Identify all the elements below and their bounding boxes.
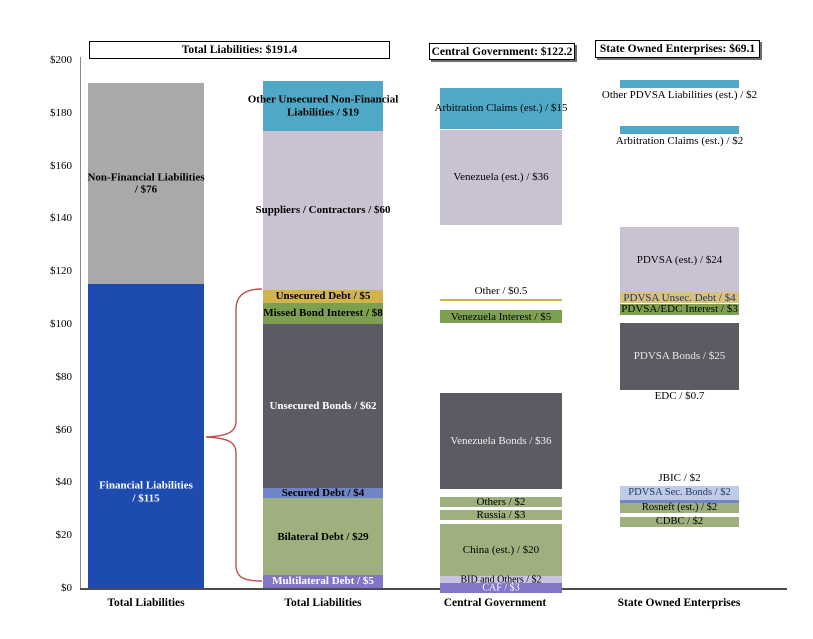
segment-label-rosneft-est-2: Rosneft (est.) / $2 [641, 502, 718, 514]
segment-russia-3: Russia / $3 [440, 509, 562, 521]
segment-pdvsa-sec-bonds-2: PDVSA Sec. Bonds / $2 [620, 486, 739, 504]
segment-label-other-unsecured-non-financial-liabilities-19: Other Unsecured Non-Financial Liabilitie… [247, 93, 399, 119]
y-tick-180: $180 [50, 106, 72, 119]
segment-label-pdvsa-bonds-25: PDVSA Bonds / $25 [633, 350, 726, 363]
segment-label-edc-0-7: EDC / $0.7 [654, 389, 705, 402]
segment-label-venezuela-interest-5: Venezuela Interest / $5 [450, 310, 552, 323]
segment-unsecured-debt-5: Unsecured Debt / $5 [263, 289, 383, 303]
segment-label-cdbc-2: CDBC / $2 [655, 516, 704, 528]
segment-label-other-0-5: Other / $0.5 [474, 285, 528, 298]
segment-venezuela-est-36: Venezuela (est.) / $36 [440, 129, 562, 225]
y-tick-60: $60 [55, 423, 73, 436]
x-axis-line [80, 588, 787, 590]
segment-label-bilateral-debt-29: Bilateral Debt / $29 [277, 530, 369, 543]
segment-label-others-2: Others / $2 [476, 495, 526, 508]
y-tick-100: $100 [50, 318, 72, 330]
x-label-total-liabilities-2: Total Liabilities [284, 597, 362, 609]
y-tick-20: $20 [55, 529, 73, 542]
segment-secured-debt-4: Secured Debt / $4 [263, 487, 383, 499]
header-central-government-label: Central Government: $122.2 [431, 45, 573, 58]
segment-arbitration-claims-est-2: Arbitration Claims (est.) / $2 [616, 126, 743, 147]
segment-others-2: Others / $2 [440, 496, 562, 508]
column-1-total-liabilities: Financial Liabilities / $115 Non-Financia… [87, 0, 205, 639]
header-state-owned-enterprises: State Owned Enterprises: $69.1 [595, 40, 760, 58]
segment-arbitration-claims-est-15: Arbitration Claims (est.) / $15 [435, 87, 567, 129]
segment-label-non-financial-liabilities-76: Non-Financial Liabilities / $76 [87, 171, 205, 196]
y-axis-line [80, 57, 81, 588]
segment-cdbc-2: CDBC / $2 [620, 516, 739, 527]
y-tick-80: $80 [55, 370, 73, 383]
segment-label-secured-debt-4: Secured Debt / $4 [281, 486, 365, 499]
segment-venezuela-interest-5: Venezuela Interest / $5 [440, 310, 562, 324]
segment-pdvsa-edc-interest-3: PDVSA/EDC Interest / $3 [620, 303, 739, 315]
x-label-total-liabilities-1: Total Liabilities [107, 597, 185, 609]
segment-label-arbitration-claims-est-15: Arbitration Claims (est.) / $15 [434, 102, 568, 115]
segment-label-china-est-20: China (est.) / $20 [462, 543, 540, 556]
header-total-liabilities-label: Total Liabilities: $191.4 [181, 44, 298, 56]
segment-label-pdvsa-est-24: PDVSA (est.) / $24 [636, 253, 723, 266]
y-tick-0: $0 [61, 582, 72, 594]
x-label-state-owned-enterprises: State Owned Enterprises [617, 597, 741, 609]
segment-multilateral-debt-5: Multilateral Debt / $5 [263, 574, 383, 588]
column-2-total-liabilities: Multilateral Debt / $5 Bilateral Debt / $… [248, 0, 398, 639]
segment-suppliers-contractors-60: Suppliers / Contractors / $60 [255, 131, 391, 290]
y-tick-140: $140 [50, 212, 72, 225]
segment-missed-bond-interest-8: Missed Bond Interest / $8 [263, 302, 383, 324]
header-central-government: Central Government: $122.2 [429, 43, 575, 60]
segment-rosneft-est-2: Rosneft (est.) / $2 [620, 502, 739, 513]
segment-jbic-2: JBIC / $2 [620, 472, 739, 484]
y-tick-40: $40 [55, 476, 73, 489]
segment-label-unsecured-bonds-62: Unsecured Bonds / $62 [269, 399, 377, 412]
header-state-owned-enterprises-label: State Owned Enterprises: $69.1 [599, 43, 756, 55]
segment-other-pdvsa-liabilities-est-2: Other PDVSA Liabilities (est.) / $2 [602, 80, 757, 101]
segment-label-suppliers-contractors-60: Suppliers / Contractors / $60 [255, 204, 391, 217]
segment-venezuela-bonds-36: Venezuela Bonds / $36 [440, 392, 562, 489]
segment-label-venezuela-est-36: Venezuela (est.) / $36 [453, 171, 549, 184]
segment-label-financial-liabilities-115: Financial Liabilities / $115 [99, 479, 193, 505]
segment-unsecured-bonds-62: Unsecured Bonds / $62 [263, 324, 383, 488]
segment-label-arbitration-claims-est-2: Arbitration Claims (est.) / $2 [615, 134, 744, 147]
segment-edc-0-7: EDC / $0.7 [620, 390, 739, 402]
segment-label-jbic-2: JBIC / $2 [658, 471, 701, 484]
segment-label-multilateral-debt-5: Multilateral Debt / $5 [272, 575, 374, 588]
segment-bid-and-others-2: BID and Others / $2 [440, 574, 562, 585]
segment-label-venezuela-bonds-36: Venezuela Bonds / $36 [450, 434, 552, 447]
segment-non-financial-liabilities-76: Non-Financial Liabilities / $76 [87, 82, 205, 285]
segment-pdvsa-est-24: PDVSA (est.) / $24 [620, 227, 739, 293]
segment-label-missed-bond-interest-8: Missed Bond Interest / $8 [263, 307, 383, 320]
segment-financial-liabilities-115: Financial Liabilities / $115 [88, 284, 204, 588]
segment-label-unsecured-debt-5: Unsecured Debt / $5 [275, 290, 371, 303]
segment-pdvsa-unsec-debt-4: PDVSA Unsec. Debt / $4 [620, 291, 739, 303]
segment-label-russia-3: Russia / $3 [476, 508, 526, 521]
segment-china-est-20: China (est.) / $20 [440, 524, 562, 576]
x-label-central-government: Central Government [443, 597, 547, 609]
header-total-liabilities: Total Liabilities: $191.4 [89, 41, 390, 59]
segment-label-other-pdvsa-liabilities-est-2: Other PDVSA Liabilities (est.) / $2 [601, 88, 758, 101]
segment-caf-3: CAF / $3 [440, 583, 562, 594]
segment-other-0-5: Other / $0.5 [440, 285, 562, 302]
segment-label-pdvsa-edc-interest-3: PDVSA/EDC Interest / $3 [621, 303, 738, 316]
y-tick-160: $160 [50, 159, 72, 172]
segment-pdvsa-bonds-25: PDVSA Bonds / $25 [620, 322, 739, 390]
y-tick-120: $120 [50, 265, 72, 278]
segment-label-pdvsa-sec-bonds-2: PDVSA Sec. Bonds / $2 [628, 487, 731, 499]
column-4-state-owned-enterprises: Other PDVSA Liabilities (est.) / $2 Arbit… [602, 0, 757, 639]
segment-bilateral-debt-29: Bilateral Debt / $29 [263, 498, 383, 575]
y-tick-200: $200 [50, 54, 72, 66]
segment-label-pdvsa-unsec-debt-4: PDVSA Unsec. Debt / $4 [623, 291, 736, 304]
segment-other-unsecured-non-financial-liabilities-19: Other Unsecured Non-Financial Liabilitie… [248, 81, 398, 132]
